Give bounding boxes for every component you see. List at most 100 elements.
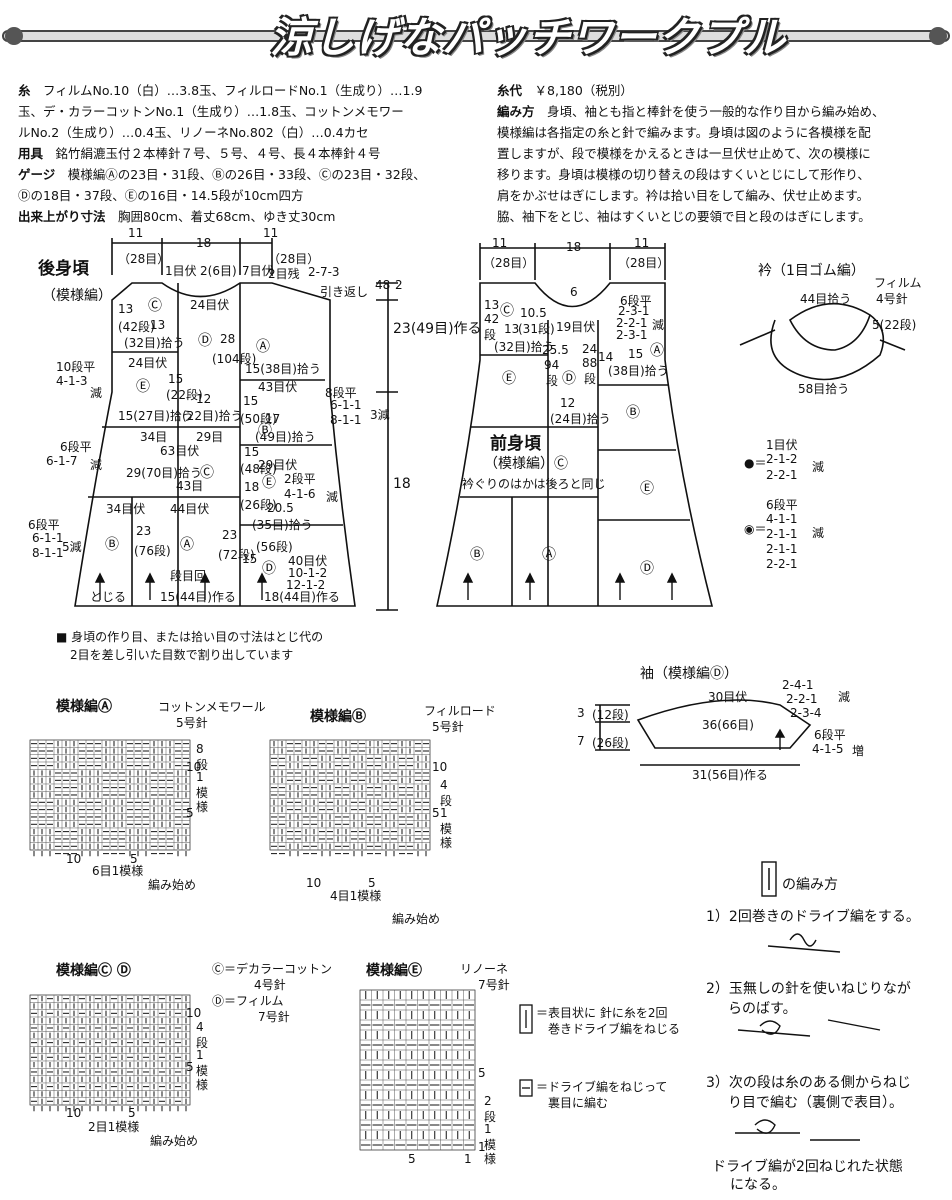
front-dim-left: 11 <box>492 236 508 250</box>
back-label: 10-1-2 <box>288 566 328 580</box>
pattern-grid-cd <box>29 994 191 1106</box>
gauge-line-1: 模様編Ⓐの23目・31段、Ⓑの26目・33段、Ⓒの23目・32段、 <box>67 167 426 182</box>
howto-final-2: になる。 <box>730 1177 786 1193</box>
sleeve-h2: 7 <box>577 734 585 748</box>
pattern-e-rows3: 1 <box>484 1122 492 1136</box>
back-label: 7目伏 <box>242 264 274 278</box>
back-label: 2(6目) <box>200 264 237 278</box>
back-label: (49目)拾う <box>255 430 316 444</box>
pattern-e-yarn: リノーネ <box>460 962 509 976</box>
front-label: (24目)拾う <box>550 412 611 426</box>
back-label: 24目伏 <box>128 356 168 370</box>
pattern-e-rows5: 様 <box>484 1152 497 1166</box>
front-label: 13 <box>504 322 520 336</box>
front-label: 6段平 <box>620 294 652 308</box>
pattern-b-mark: Ⓑ <box>105 537 119 553</box>
method-line-2: 模様編は各指定の糸と針で編みます。身頃は図のように各模様を配 <box>497 125 871 140</box>
legend-circ-3: 2-1-1 <box>766 527 798 541</box>
pattern-e-x5: 5 <box>408 1152 416 1166</box>
pattern-cd-y10: 10 <box>186 1006 202 1020</box>
pattern-e-symbol-2b: 裏目に編む <box>548 1096 609 1110</box>
method-line-6: 脇、袖下をとじ、袖はすくいとじの要領で目と段のはぎにします。 <box>497 209 871 224</box>
back-label: 4-1-6 <box>284 487 316 501</box>
sleeve-top: 30目伏 <box>708 690 748 704</box>
pattern-b-rows: 4 <box>440 778 448 792</box>
yarn-label: 糸 <box>18 83 31 98</box>
back-dim-right: 11 <box>263 226 279 240</box>
pattern-a-rows5: 様 <box>196 800 209 814</box>
front-label: (32目)拾う <box>494 340 555 354</box>
pattern-b-y10: 10 <box>432 760 448 774</box>
sleeve-bottom: 31(56目)作る <box>692 768 768 782</box>
back-label: 29目 <box>196 430 224 444</box>
howto-step-1: 1）2回巻きのドライブ編をする。 <box>706 909 920 925</box>
front-label: (31段) <box>518 322 555 336</box>
back-label: (32目)拾う <box>124 336 185 350</box>
pattern-e-needle: 7号針 <box>478 978 510 992</box>
pattern-cd-start: 編み始め <box>150 1134 199 1148</box>
back-label: 15(27目)拾う <box>118 409 194 423</box>
collar-height: 5(22段) <box>872 318 917 332</box>
back-label: 43目 <box>176 479 204 493</box>
front-note: 衿ぐりのはかは後ろと同じ <box>462 477 606 491</box>
back-dim-left: 11 <box>128 226 144 240</box>
materials-block: 糸 フィルムNo.10（白）…3.8玉、フィルロードNo.1（生成り）…1.9 … <box>18 80 468 227</box>
pattern-a-yarn: コットンメモワール <box>158 700 266 714</box>
back-label: 15 <box>242 552 258 566</box>
pattern-b-rows3: 1 <box>440 806 448 820</box>
legend-circ-2: 4-1-1 <box>766 512 798 526</box>
pattern-cd-yarn1: Ⓒ＝デカラーコットン <box>212 962 333 976</box>
back-label: (22段) <box>166 388 203 402</box>
back-label: 15 <box>243 394 259 408</box>
front-label: 減 <box>652 318 665 332</box>
back-label: とじる <box>90 590 127 604</box>
back-label: 2段平 <box>284 472 316 486</box>
back-label: 29(70目)拾う <box>126 466 202 480</box>
yarn-line-2: 玉、デ・カラーコットンNo.1（生成り）…1.8玉、コットンメモワー <box>18 104 404 119</box>
bullet-circle-dot-icon: ◉＝ <box>744 522 767 536</box>
back-label: 23 <box>222 528 238 542</box>
back-label: (104段) <box>212 352 257 366</box>
pattern-b-start: 編み始め <box>392 912 441 926</box>
back-label: 15(44目)作る <box>160 590 236 604</box>
back-label: (48段) <box>240 462 277 476</box>
pattern-e-y1: 1 <box>478 1140 486 1154</box>
sleeve-dec-suffix: 減 <box>838 690 851 704</box>
back-label: 44目伏 <box>170 502 210 516</box>
method-line-4: 移ります。身頃は模様の切り替えの段はすくいとじにして形作り、 <box>497 167 870 182</box>
back-label: (76段) <box>134 544 171 558</box>
pattern-a-mark: Ⓐ <box>180 537 194 553</box>
page-title: 涼しげなパッチワークプル <box>270 13 787 62</box>
size-text: 胸囲80cm、着丈68cm、ゆき丈30cm <box>118 209 336 224</box>
pattern-cd-rows: 4 <box>196 1020 204 1034</box>
collar-yarn: フィルム <box>874 276 922 290</box>
front-subtitle: （模様編）Ⓒ <box>484 456 568 472</box>
method-line-1: 身頃、袖とも指と棒針を使う一般的な作り目から編み始め、 <box>547 104 885 119</box>
pattern-grid-e <box>359 989 476 1151</box>
gauge-label: ゲージ <box>18 167 56 182</box>
front-label: 14 <box>598 350 614 364</box>
back-label: 23 <box>136 524 152 538</box>
back-label: 4-1-3 <box>56 374 88 388</box>
pattern-a-needle: 5号針 <box>176 716 208 730</box>
method-line-5: 肩をかぶせはぎにします。衿は拾い目をして編み、伏せ止めます。 <box>497 188 870 203</box>
tools-label: 用具 <box>18 146 44 161</box>
pattern-a-mark: Ⓐ <box>256 339 270 355</box>
back-label: (26段) <box>240 498 277 512</box>
pattern-d-mark: Ⓓ <box>198 333 212 349</box>
pattern-e-rows2: 段 <box>484 1110 497 1124</box>
method-label: 編み方 <box>497 104 535 119</box>
back-label: 6段平 <box>28 518 60 532</box>
front-dim-center: 18 <box>566 240 582 254</box>
back-label: 8段平 <box>325 386 357 400</box>
back-label: 40目伏 <box>288 554 328 568</box>
sleeve-inc-suffix: 増 <box>852 744 865 758</box>
back-label: 段目回 <box>170 569 207 583</box>
sleeve-h1: 3 <box>577 706 585 720</box>
pattern-cd-needle2: 7号針 <box>258 1010 290 1024</box>
pattern-cd-rows4: 模 <box>196 1064 209 1078</box>
back-label: 17 <box>265 412 281 426</box>
back-label: 13 <box>150 318 166 332</box>
front-label: 19目伏 <box>556 320 596 334</box>
pattern-a-title: 模様編Ⓐ <box>56 699 112 715</box>
